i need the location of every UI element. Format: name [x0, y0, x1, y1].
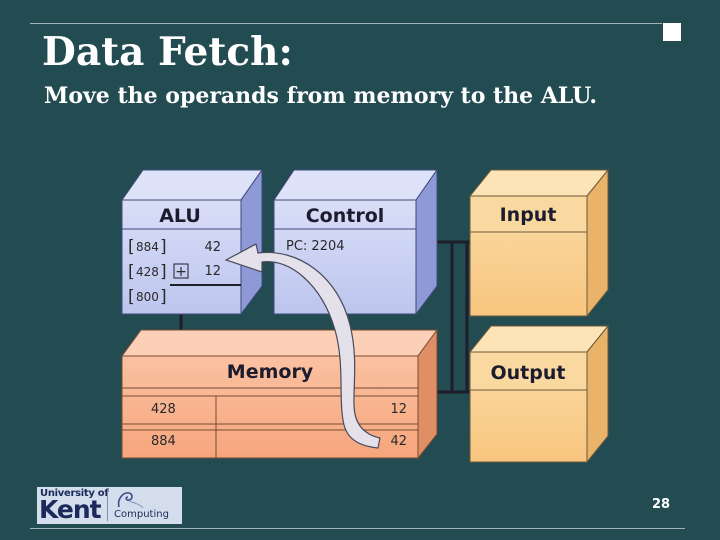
alu-register-3: 800	[136, 290, 159, 304]
logo-line-1: University of	[40, 488, 109, 499]
memory-box: Memory 428 12 884 42	[121, 328, 438, 460]
bottom-rule	[30, 528, 685, 529]
alu-bracket-close-1: ]	[160, 237, 167, 257]
output-title: Output	[491, 362, 566, 384]
logo-line-2: Kent	[39, 495, 102, 524]
alu-operator-box	[173, 263, 189, 279]
control-title: Control	[306, 205, 385, 227]
alu-box: ALU [ 884 ] 42 [ 428 ] + 12 [ 800 ]	[121, 168, 263, 316]
top-rule	[30, 23, 670, 24]
alu-bracket-close-2: ]	[160, 262, 167, 282]
memory-row-1-value: 12	[390, 402, 407, 417]
alu-bracket-open-1: [	[128, 237, 135, 257]
input-box: Input	[468, 168, 610, 318]
alu-operator: +	[175, 264, 187, 280]
logo-separator	[107, 490, 108, 521]
control-box: Control PC: 2204	[273, 168, 438, 316]
university-logo: University of Kent Computing	[37, 487, 182, 524]
alu-bracket-open-3: [	[128, 287, 135, 307]
control-pc: PC: 2204	[286, 239, 345, 254]
corner-square	[662, 22, 682, 42]
memory-title: Memory	[227, 361, 314, 383]
memory-row-2-address: 884	[151, 434, 176, 449]
data-fetch-arrow	[224, 243, 381, 449]
page-number: 28	[652, 497, 671, 512]
alu-value-1: 42	[204, 240, 221, 255]
slide-subtitle: Move the operands from memory to the ALU…	[44, 83, 597, 109]
alu-bracket-open-2: [	[128, 262, 135, 282]
slide-title: Data Fetch:	[42, 29, 293, 75]
memory-row-1-address: 428	[151, 402, 176, 417]
input-title: Input	[500, 204, 557, 226]
computing-swirl-icon	[117, 492, 144, 509]
alu-register-2: 428	[136, 265, 159, 279]
alu-value-2: 12	[204, 264, 221, 279]
logo-line-3: Computing	[114, 509, 169, 520]
alu-register-1: 884	[136, 240, 159, 254]
alu-bracket-close-3: ]	[160, 287, 167, 307]
alu-title: ALU	[159, 205, 201, 227]
memory-row-2-value: 42	[390, 434, 407, 449]
output-box: Output	[468, 324, 610, 464]
bus-lines	[179, 240, 470, 394]
